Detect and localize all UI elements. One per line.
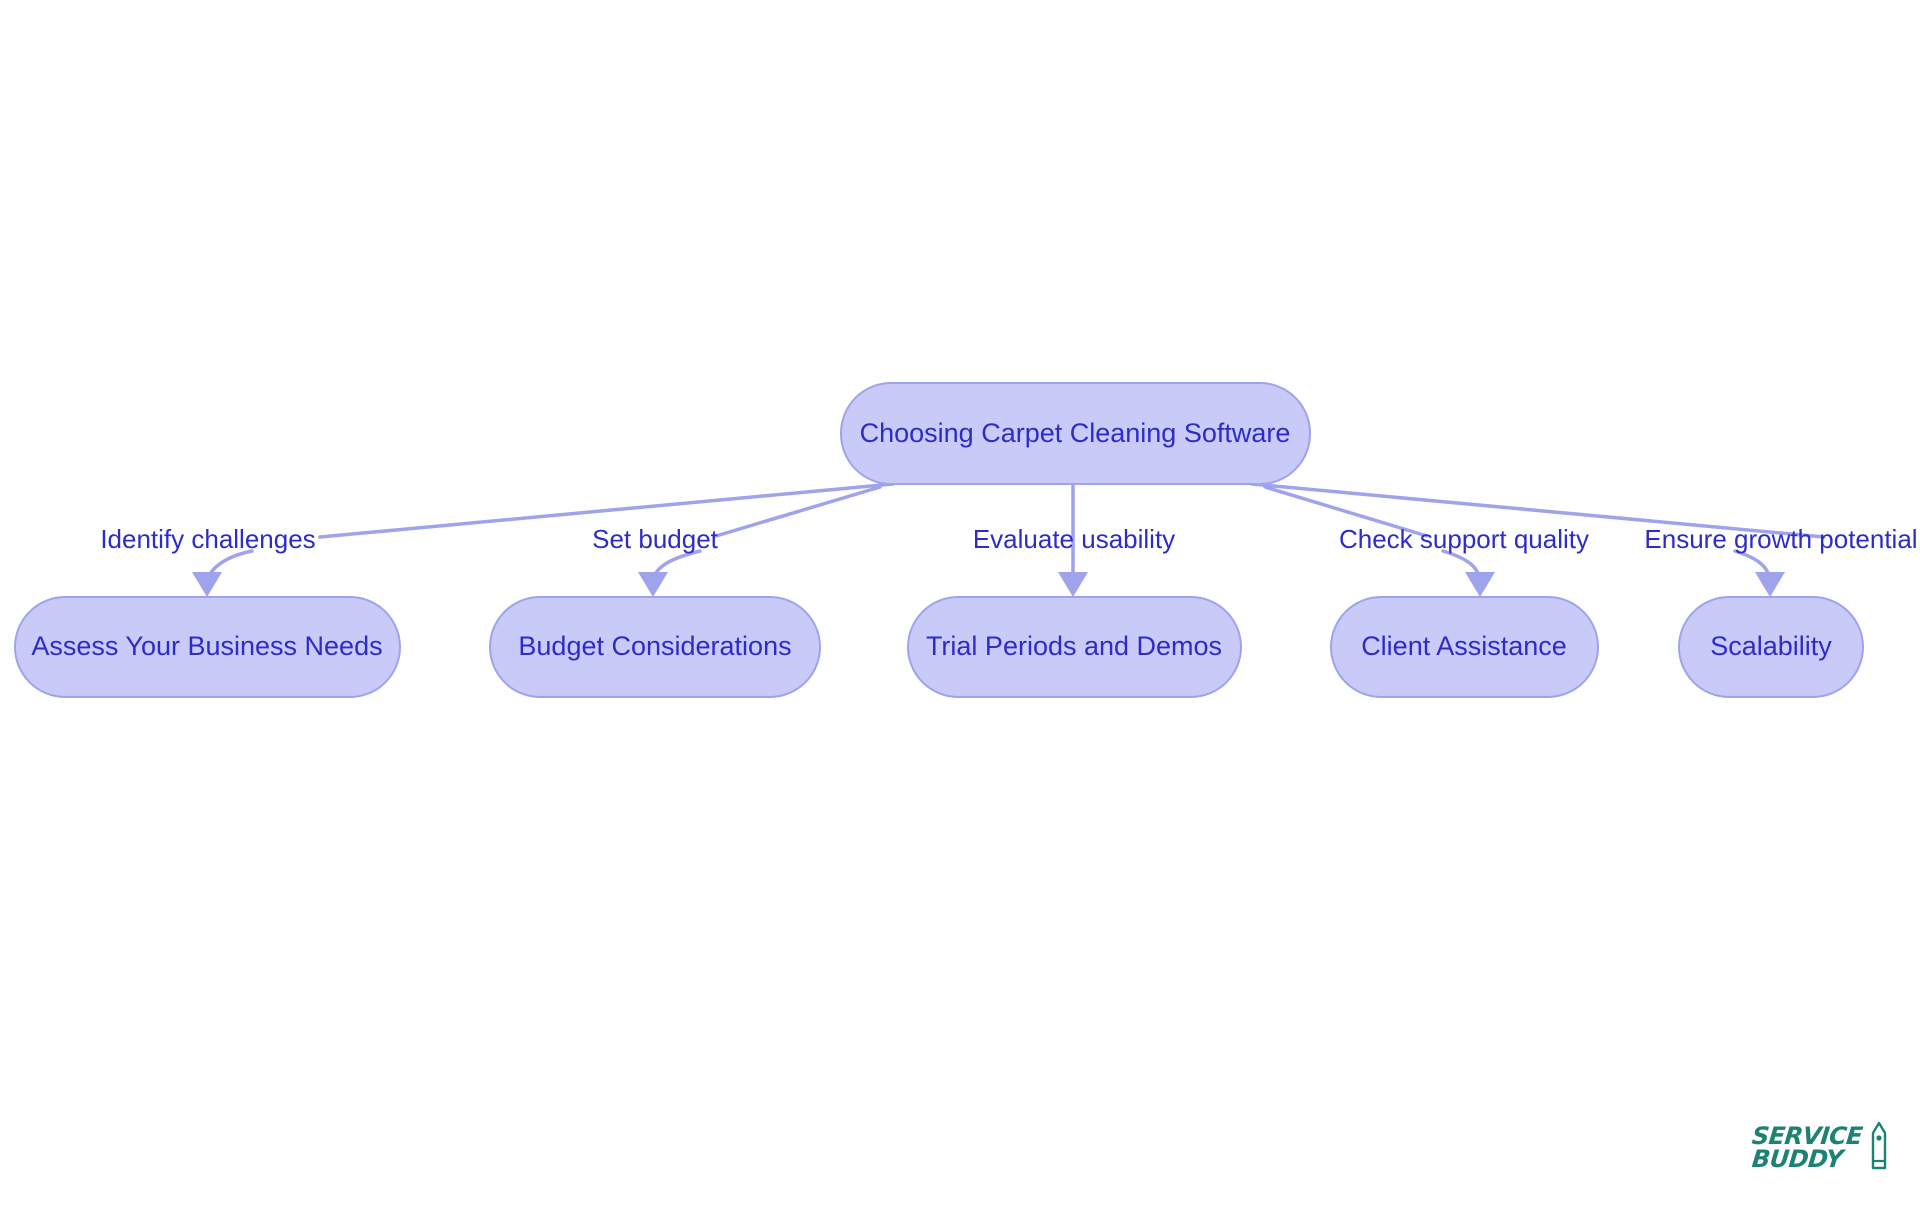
edge-group-ensure-growth (1250, 482, 1826, 597)
node-client-assistance[interactable]: Client Assistance (1330, 596, 1599, 698)
edge-label-identify-challenges: Identify challenges (100, 524, 315, 554)
logo-line-buddy: BUDDY (1750, 1145, 1845, 1173)
node-budget-label: Budget Considerations (518, 631, 791, 661)
edge-label-check-support-quality: Check support quality (1339, 524, 1589, 554)
edge-labels: Identify challenges Set budget Evaluate … (100, 524, 1917, 554)
pencil-icon (1871, 1122, 1887, 1170)
edge-label-ensure-growth-potential: Ensure growth potential (1644, 524, 1917, 554)
arrowhead-scalability (1755, 572, 1785, 597)
servicebuddy-logo: SERVICE BUDDY (1750, 1122, 1889, 1174)
node-client-label: Client Assistance (1361, 631, 1567, 661)
node-budget-considerations[interactable]: Budget Considerations (489, 596, 821, 698)
edge-group-check-support (1263, 485, 1495, 597)
node-scalability-shape (1678, 596, 1864, 698)
arrowhead-trial (1058, 572, 1088, 597)
node-trial-periods-and-demos[interactable]: Trial Periods and Demos (907, 596, 1242, 698)
node-root-label: Choosing Carpet Cleaning Software (860, 418, 1291, 448)
node-assess-needs-shape (14, 596, 401, 698)
edge-line-root-to-budget (714, 485, 882, 538)
edge-group-set-budget (638, 485, 882, 597)
node-client-shape (1330, 596, 1599, 698)
node-scalability-label: Scalability (1710, 631, 1832, 661)
node-assess-needs-label: Assess Your Business Needs (31, 631, 382, 661)
edge-group-evaluate-usability (1058, 482, 1088, 597)
edge-label-evaluate-usability: Evaluate usability (973, 524, 1175, 554)
edge-line-root-to-scalability (1250, 482, 1826, 539)
node-root-shape (840, 382, 1311, 485)
logo-wordmark: SERVICE BUDDY (1750, 1122, 1864, 1173)
node-trial-label: Trial Periods and Demos (926, 631, 1222, 661)
arrowhead-budget (638, 572, 668, 597)
arrowhead-client (1465, 572, 1495, 597)
arrowhead-assess-needs (192, 572, 222, 597)
node-scalability[interactable]: Scalability (1678, 596, 1864, 698)
node-assess-your-business-needs[interactable]: Assess Your Business Needs (14, 596, 401, 698)
edge-label-set-budget: Set budget (592, 524, 719, 554)
edge-line-root-to-assess-needs (318, 482, 895, 539)
edge-group-identify-challenges (192, 482, 895, 597)
edge-line-root-to-client (1263, 485, 1429, 538)
node-budget-shape (489, 596, 821, 698)
node-root[interactable]: Choosing Carpet Cleaning Software (840, 382, 1311, 485)
node-trial-shape (907, 596, 1242, 698)
